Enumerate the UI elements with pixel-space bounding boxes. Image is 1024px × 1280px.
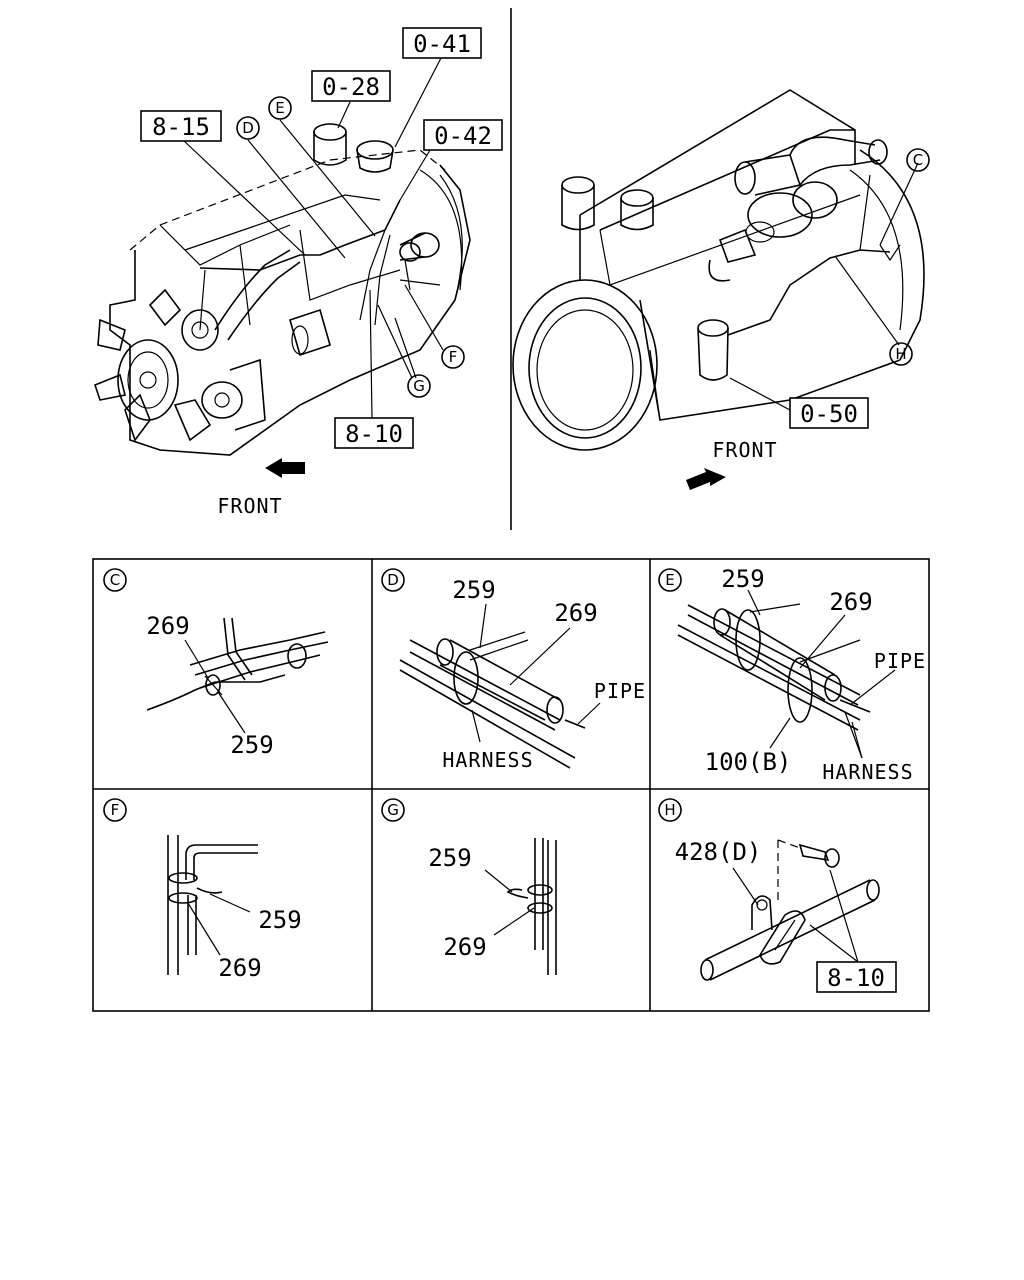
svg-text:269: 269 — [829, 588, 872, 616]
callout-f: F — [441, 345, 465, 369]
svg-text:PIPE: PIPE — [874, 649, 926, 673]
svg-text:HARNESS: HARNESS — [822, 760, 913, 784]
svg-text:8-10: 8-10 — [827, 964, 885, 992]
ref-box-8-10-detail: 8-10 — [816, 961, 897, 993]
detail-grid — [92, 558, 930, 1012]
svg-text:0-50: 0-50 — [800, 400, 858, 428]
detail-d: D 259 269 PIPE HARNESS — [381, 568, 646, 772]
front-label-left: FRONT — [217, 494, 282, 518]
ref-box-0-41: 0-41 — [402, 27, 482, 59]
svg-text:100(B): 100(B) — [705, 748, 792, 776]
detail-g: G 259 269 — [381, 798, 557, 975]
right-engine-view — [512, 89, 925, 490]
svg-text:D: D — [387, 571, 399, 589]
detail-f: F 259 269 — [103, 798, 302, 982]
svg-text:C: C — [110, 571, 120, 589]
front-arrow-left — [265, 458, 305, 478]
front-label-right: FRONT — [712, 438, 777, 462]
callout-e: E — [268, 96, 292, 120]
left-leaders — [182, 57, 444, 419]
callout-g: G — [407, 374, 431, 398]
front-arrow-right — [686, 468, 726, 490]
left-engine-view — [94, 123, 471, 478]
svg-text:269: 269 — [443, 933, 486, 961]
svg-text:F: F — [449, 348, 458, 366]
ref-box-0-28: 0-28 — [311, 70, 391, 102]
svg-text:269: 269 — [218, 954, 261, 982]
svg-text:259: 259 — [258, 906, 301, 934]
svg-text:E: E — [275, 99, 284, 117]
svg-text:HARNESS: HARNESS — [442, 748, 533, 772]
svg-text:8-15: 8-15 — [152, 113, 210, 141]
svg-text:G: G — [413, 377, 425, 395]
svg-text:259: 259 — [452, 576, 495, 604]
svg-text:H: H — [895, 345, 906, 363]
callout-h-main: H — [889, 342, 913, 366]
svg-text:259: 259 — [428, 844, 471, 872]
svg-text:269: 269 — [146, 612, 189, 640]
svg-text:259: 259 — [721, 565, 764, 593]
right-leaders — [729, 162, 919, 411]
ref-box-8-15: 8-15 — [140, 110, 222, 142]
ref-box-8-10: 8-10 — [334, 417, 414, 449]
callout-d: D — [236, 116, 260, 140]
ref-box-0-42: 0-42 — [423, 119, 503, 151]
svg-text:C: C — [913, 151, 923, 169]
svg-text:E: E — [665, 571, 674, 589]
svg-text:0-28: 0-28 — [322, 73, 380, 101]
detail-e: E 259 269 PIPE 100(B) HARNESS — [658, 565, 926, 784]
detail-c: C 269 259 — [103, 568, 329, 759]
svg-text:G: G — [387, 801, 399, 819]
svg-text:PIPE: PIPE — [594, 679, 646, 703]
svg-text:0-41: 0-41 — [413, 30, 471, 58]
ref-box-0-50: 0-50 — [789, 397, 869, 429]
svg-text:F: F — [111, 801, 120, 819]
svg-text:8-10: 8-10 — [345, 420, 403, 448]
callout-c-main: C — [906, 148, 930, 172]
svg-text:H: H — [664, 801, 675, 819]
svg-text:259: 259 — [230, 731, 273, 759]
svg-text:0-42: 0-42 — [434, 122, 492, 150]
detail-h: H 428(D) 8-10 — [658, 798, 897, 993]
svg-text:428(D): 428(D) — [675, 838, 762, 866]
svg-text:269: 269 — [554, 599, 597, 627]
svg-text:D: D — [242, 119, 254, 137]
